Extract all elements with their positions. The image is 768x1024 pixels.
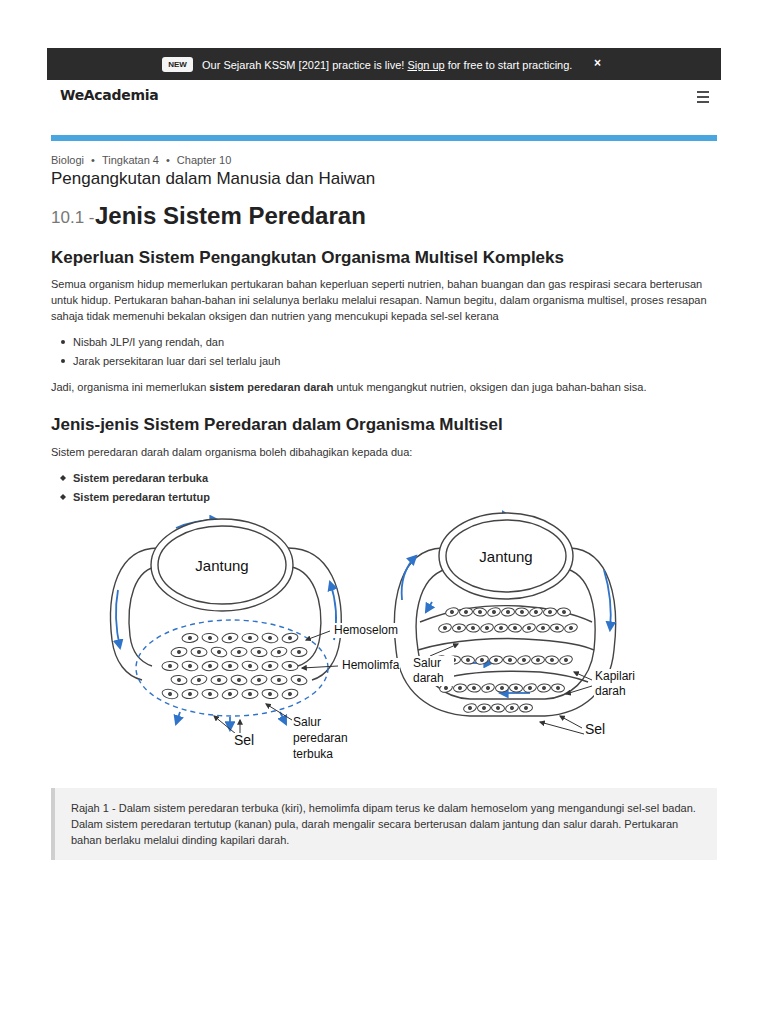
heart-label: Jantung	[150, 557, 294, 574]
part-label: Kapilari darah	[594, 669, 646, 699]
chapter-title: Pengangkutan dalam Manusia dan Haiwan	[51, 169, 375, 189]
breadcrumb-item: Chapter 10	[177, 154, 231, 166]
body-sentence: Jadi, organisma ini memerlukansistem per…	[51, 379, 646, 395]
page-title: Jenis Sistem Peredaran	[95, 202, 366, 230]
heart-oval: Jantung	[150, 518, 294, 612]
section-number: 10.1 -	[51, 208, 94, 228]
section-heading: Jenis-jenis Sistem Peredaran dalam Organ…	[51, 415, 503, 435]
list-item: Jarak persekitaran luar dari sel terlalu…	[73, 353, 280, 369]
heart-oval: Jantung	[438, 512, 574, 600]
banner-message: NEW Our Sejarah KSSM [2021] practice is l…	[162, 56, 572, 73]
breadcrumb: Biologi • Tingkatan 4 • Chapter 10	[51, 152, 238, 168]
list-item: Sistem peredaran tertutup	[73, 489, 210, 505]
part-label: Hemoselom	[333, 623, 399, 638]
banner-text: for free to start practicing.	[448, 59, 573, 71]
banner-text: Our Sejarah KSSM [2021] practice is live…	[202, 59, 404, 71]
close-icon: ×	[594, 56, 601, 70]
part-label: Hemolimfa	[341, 658, 400, 673]
banner-link: Sign up	[407, 59, 444, 71]
breadcrumb-item: Tingkatan 4	[102, 154, 159, 166]
body-text: Sistem peredaran darah dalam organisma b…	[51, 444, 412, 460]
part-label: Sel	[584, 722, 606, 737]
breadcrumb-item: •	[91, 154, 95, 166]
part-label: Salur darah	[412, 656, 454, 686]
breadcrumb-item: •	[166, 154, 170, 166]
badge-text: NEW	[162, 60, 193, 69]
list-item: Sistem peredaran terbuka	[73, 470, 208, 486]
body-text: Jadi, organisma ini memerlukan	[51, 379, 206, 395]
section-heading: Keperluan Sistem Pengangkutan Organisma …	[51, 248, 564, 268]
body-paragraph: Semua organism hidup memerlukan pertukar…	[51, 276, 719, 324]
heart-label: Jantung	[438, 548, 574, 565]
part-label: Sel	[233, 733, 255, 748]
figure-caption: Rajah 1 - Dalam sistem peredaran terbuka…	[71, 800, 703, 848]
breadcrumb-item: Biologi	[51, 154, 84, 166]
part-label: Salur peredaran terbuka	[292, 714, 360, 762]
menu-icon	[690, 86, 716, 108]
list-item: Nisbah JLP/I yang rendah, dan	[73, 334, 224, 350]
accent-bar	[51, 135, 717, 141]
body-text: untuk mengangkut nutrien, oksigen dan ju…	[336, 379, 646, 395]
brand-logo: WeAcademia	[60, 87, 158, 103]
bold-term: sistem peredaran darah	[209, 379, 333, 395]
